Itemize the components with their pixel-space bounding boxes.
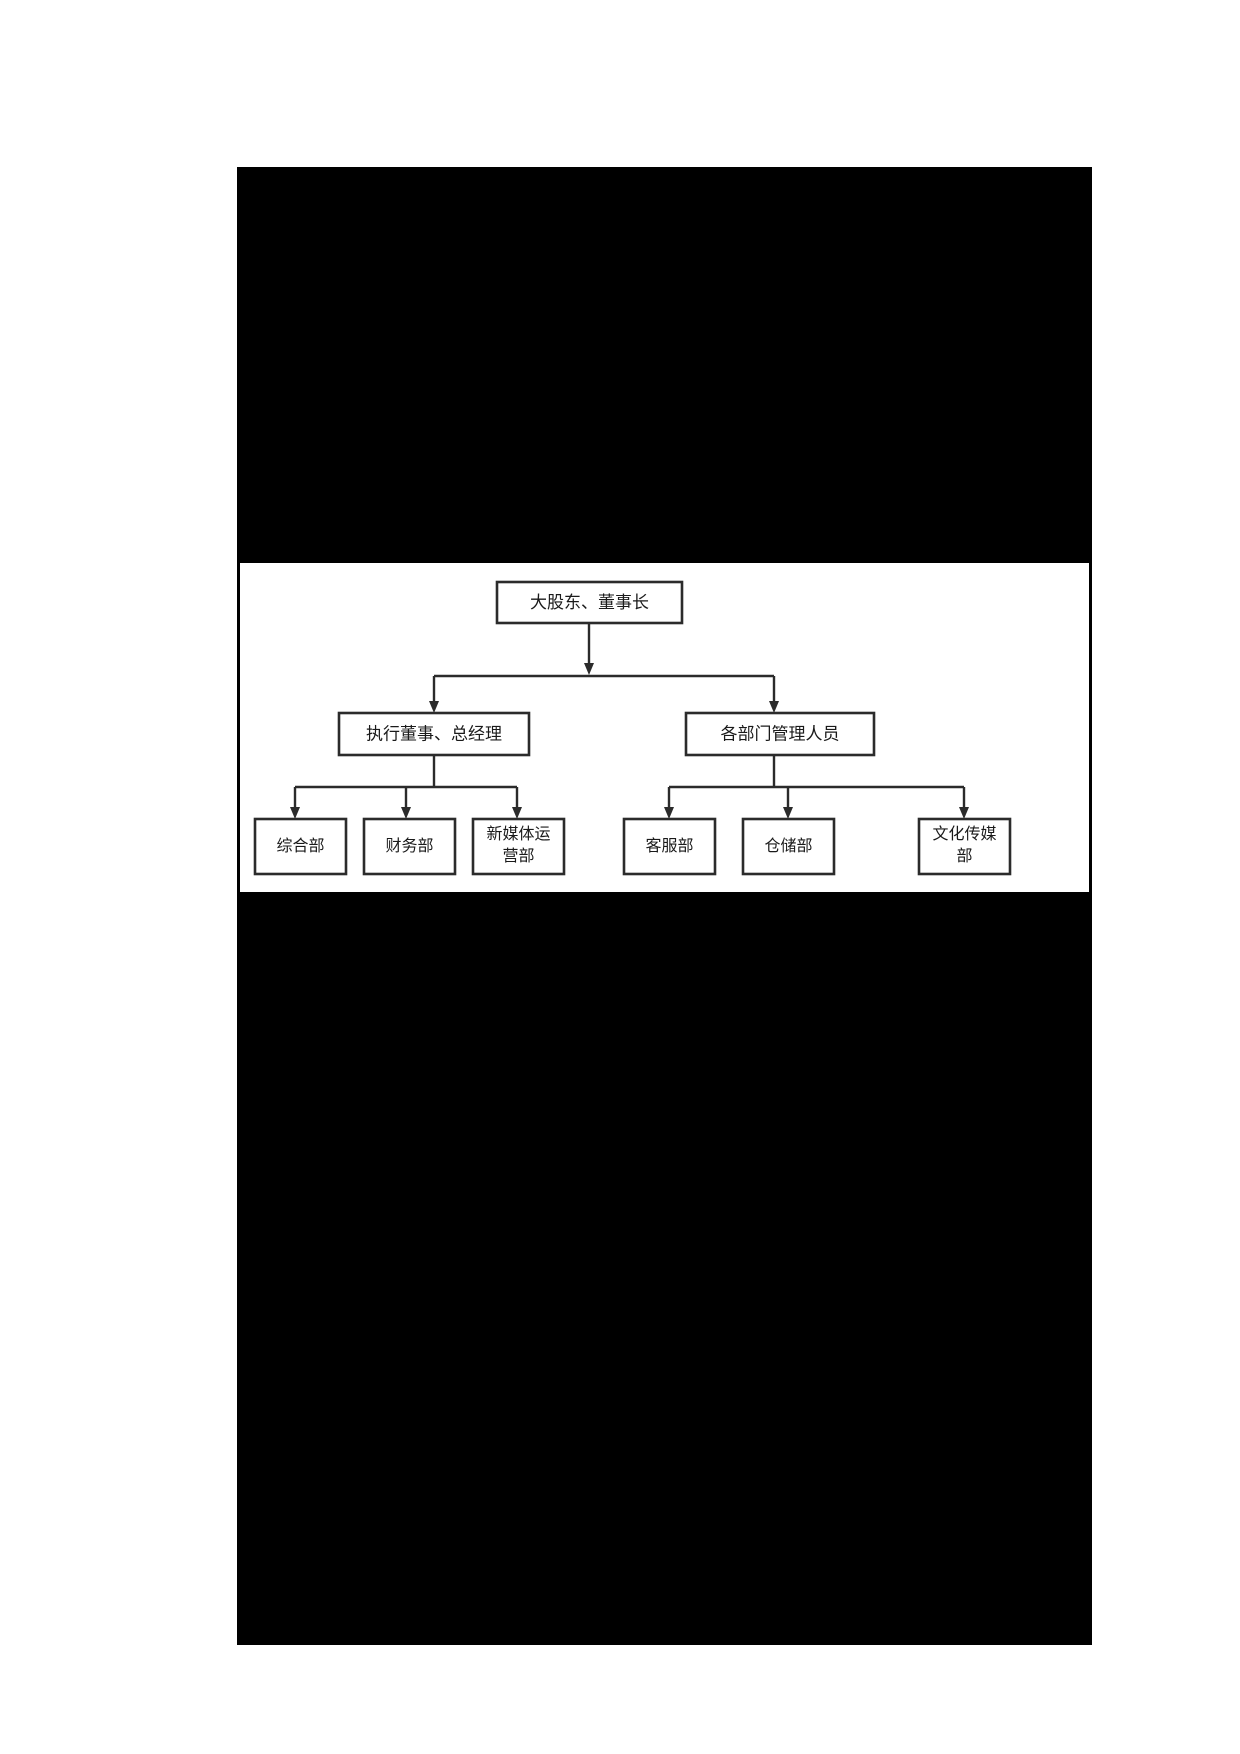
edge-exec-to-departments <box>290 746 522 819</box>
org-node-finance-dept[interactable]: 财务部 <box>362 817 457 876</box>
org-node-customer-service-dept[interactable]: 客服部 <box>622 817 717 876</box>
org-node-executive-director[interactable]: 执行董事、总经理 <box>337 711 531 757</box>
org-node-finance-dept-label: 财务部 <box>385 837 433 855</box>
org-node-warehouse-dept-label: 仓储部 <box>764 837 812 855</box>
org-node-new-media-operations-dept-label-line1: 新媒体运 <box>486 825 550 843</box>
edge-managers-to-departments <box>664 746 969 819</box>
org-node-general-affairs-dept-label: 综合部 <box>276 837 324 855</box>
edge-root-to-level2 <box>429 623 779 713</box>
org-node-customer-service-dept-label: 客服部 <box>645 837 693 855</box>
org-node-culture-media-dept-label-line2: 部 <box>956 847 972 865</box>
document-frame: 大股东、董事长 执行董事、总经理 各部门管理人员 综合部 财务部 <box>237 167 1092 1645</box>
org-node-warehouse-dept[interactable]: 仓储部 <box>741 817 836 876</box>
org-node-chairman-label: 大股东、董事长 <box>530 593 649 612</box>
org-node-executive-director-label: 执行董事、总经理 <box>366 724 502 743</box>
org-node-culture-media-dept[interactable]: 文化传媒 部 <box>917 817 1012 876</box>
redacted-content-block-bottom <box>237 892 1092 1645</box>
org-chart: 大股东、董事长 执行董事、总经理 各部门管理人员 综合部 财务部 <box>253 580 1012 876</box>
org-node-general-affairs-dept[interactable]: 综合部 <box>253 817 348 876</box>
org-node-new-media-operations-dept[interactable]: 新媒体运 营部 <box>471 817 566 876</box>
org-node-department-managers-label: 各部门管理人员 <box>721 724 840 743</box>
org-chart-window: 大股东、董事长 执行董事、总经理 各部门管理人员 综合部 财务部 <box>237 563 1092 892</box>
org-node-chairman[interactable]: 大股东、董事长 <box>495 580 684 625</box>
redacted-content-block-top <box>237 167 1092 563</box>
org-node-new-media-operations-dept-label-line2: 营部 <box>502 847 534 865</box>
org-node-culture-media-dept-label-line1: 文化传媒 <box>932 825 996 843</box>
org-node-department-managers[interactable]: 各部门管理人员 <box>684 711 876 757</box>
